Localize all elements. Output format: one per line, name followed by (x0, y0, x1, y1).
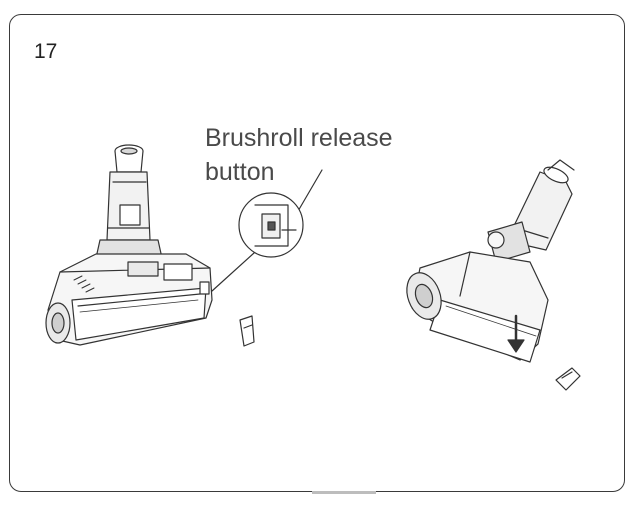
floor-head-right (406, 159, 575, 363)
end-cap-piece-right (555, 367, 581, 391)
leader-line-left (211, 252, 255, 292)
brushroll-release-callout: Brushroll release button (205, 121, 465, 189)
callout-line-1: Brushroll release (205, 124, 393, 152)
page-tab-marker (312, 491, 376, 494)
zoom-detail-circle (238, 192, 304, 258)
callout-line-2: button (205, 158, 275, 186)
step-number: 17 (34, 40, 58, 63)
floor-head-left (45, 144, 213, 346)
end-cap-piece-left (239, 315, 255, 347)
